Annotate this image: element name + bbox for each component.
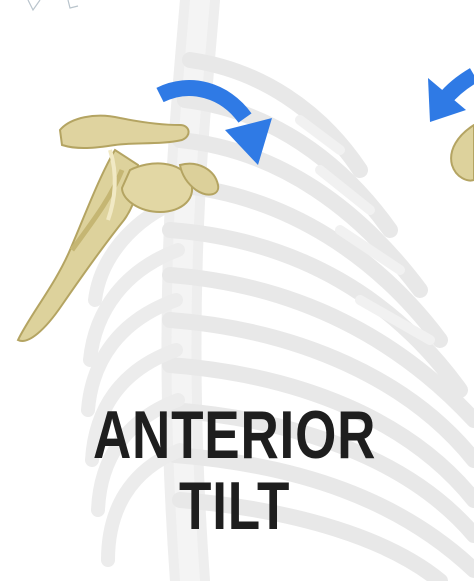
scapula-right-edge (451, 125, 474, 180)
caption-line-1: ANTERIOR (50, 401, 420, 469)
cursor-icon (28, 0, 78, 10)
curved-arrow-icon (428, 75, 474, 122)
caption-line-2: TILT (50, 472, 420, 540)
